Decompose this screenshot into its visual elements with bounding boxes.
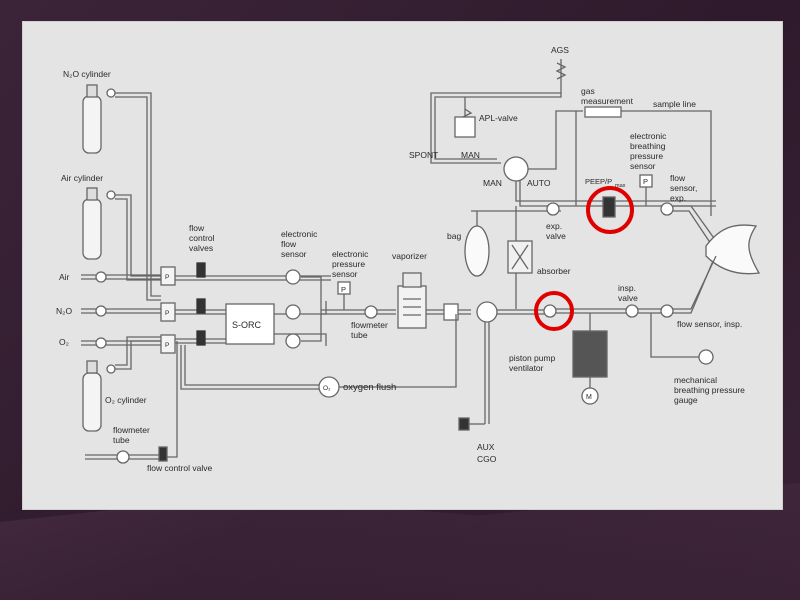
label-sample-line: sample line	[653, 99, 696, 109]
label-apl: APL-valve	[479, 113, 518, 123]
label-flow-control-valves-3: valves	[189, 243, 213, 253]
label-peep-sub: max	[615, 183, 626, 189]
label-flowmeter-tube-lower: flowmeter	[113, 425, 150, 435]
label-flow-control-valves-2: control	[189, 233, 215, 243]
label-air-cylinder: Air cylinder	[61, 173, 103, 183]
vaporizer-icon	[397, 272, 427, 329]
label-flow-sensor-exp-2: sensor,	[670, 183, 697, 193]
label-exp-valve-2: valve	[546, 231, 566, 241]
label-n2o-cylinder: N₂O cylinder	[63, 69, 111, 79]
label-mbpg-3: gauge	[674, 395, 698, 405]
label-motor: M	[586, 394, 592, 401]
label-mbpg: mechanical	[674, 375, 717, 385]
label-p-ebps: P	[643, 177, 648, 186]
label-ebps-2: breathing	[630, 141, 666, 151]
label-gas-measurement: gas	[581, 86, 595, 96]
label-efs-2: flow	[281, 239, 297, 249]
label-ebps-4: sensor	[630, 161, 656, 171]
label-insp-valve-2: valve	[618, 293, 638, 303]
label-cgo: CGO	[477, 454, 497, 464]
label-flowmeter-tube: flowmeter	[351, 320, 388, 330]
label-ebps-3: pressure	[630, 151, 663, 161]
piston-ventilator-icon	[572, 313, 608, 405]
label-absorber: absorber	[537, 266, 571, 276]
diagram-panel: N₂O cylinder Air cylinder O₂ cylinder Ai…	[22, 21, 783, 510]
o2-cylinder-icon	[82, 360, 116, 432]
label-o2: O₂	[59, 337, 69, 347]
label-flow-sensor-exp: flow	[670, 173, 686, 183]
n2o-cylinder-icon	[82, 84, 116, 154]
label-exp-valve: exp.	[546, 221, 562, 231]
label-ags: AGS	[551, 45, 569, 55]
label-sorc: S-ORC	[232, 320, 262, 330]
label-mbpg-2: breathing pressure	[674, 385, 745, 395]
label-piston-pump: piston pump	[509, 353, 556, 363]
label-p-o2: P	[165, 342, 169, 349]
label-flow-sensor-exp-3: exp.	[670, 193, 686, 203]
label-vaporizer: vaporizer	[392, 251, 427, 261]
label-air: Air	[59, 272, 70, 282]
label-flow-sensor-insp: flow sensor, insp.	[677, 319, 742, 329]
air-cylinder-icon	[82, 187, 116, 260]
label-o2-flush-symbol: O₂	[323, 385, 331, 392]
anesthesia-machine-diagram: N₂O cylinder Air cylinder O₂ cylinder Ai…	[56, 45, 761, 473]
label-eps-3: sensor	[332, 269, 358, 279]
highlight-circle-peep-valve	[586, 186, 634, 234]
label-peep: PEEP/P	[585, 177, 612, 186]
label-p-eps: P	[341, 285, 346, 294]
label-insp-valve: insp.	[618, 283, 636, 293]
label-eps: electronic	[332, 249, 369, 259]
label-auto: AUTO	[527, 178, 551, 188]
label-man-top: MAN	[461, 150, 480, 160]
label-eps-2: pressure	[332, 259, 365, 269]
label-efs-3: sensor	[281, 249, 307, 259]
label-efs: electronic	[281, 229, 318, 239]
label-p-air: P	[165, 274, 169, 281]
label-aux: AUX	[477, 442, 495, 452]
label-flow-control-valve: flow control valve	[147, 463, 212, 473]
label-gas-measurement-2: measurement	[581, 96, 634, 106]
label-flowmeter-tube-2: tube	[351, 330, 368, 340]
label-oxygen-flush: oxygen flush	[343, 382, 396, 393]
label-bag: bag	[447, 231, 461, 241]
label-ebps: electronic	[630, 131, 667, 141]
label-man: MAN	[483, 178, 502, 188]
label-flow-control-valves: flow	[189, 223, 205, 233]
label-p-n2o: P	[165, 310, 169, 317]
flow-control-valve-icon	[196, 262, 206, 346]
label-n2o: N₂O	[56, 306, 72, 316]
label-piston-pump-2: ventilator	[509, 363, 544, 373]
label-flowmeter-tube-lower-2: tube	[113, 435, 130, 445]
label-spont: SPONT	[409, 150, 438, 160]
highlight-circle-insp-check-valve	[534, 291, 574, 331]
label-o2-cylinder: O₂ cylinder	[105, 395, 147, 405]
